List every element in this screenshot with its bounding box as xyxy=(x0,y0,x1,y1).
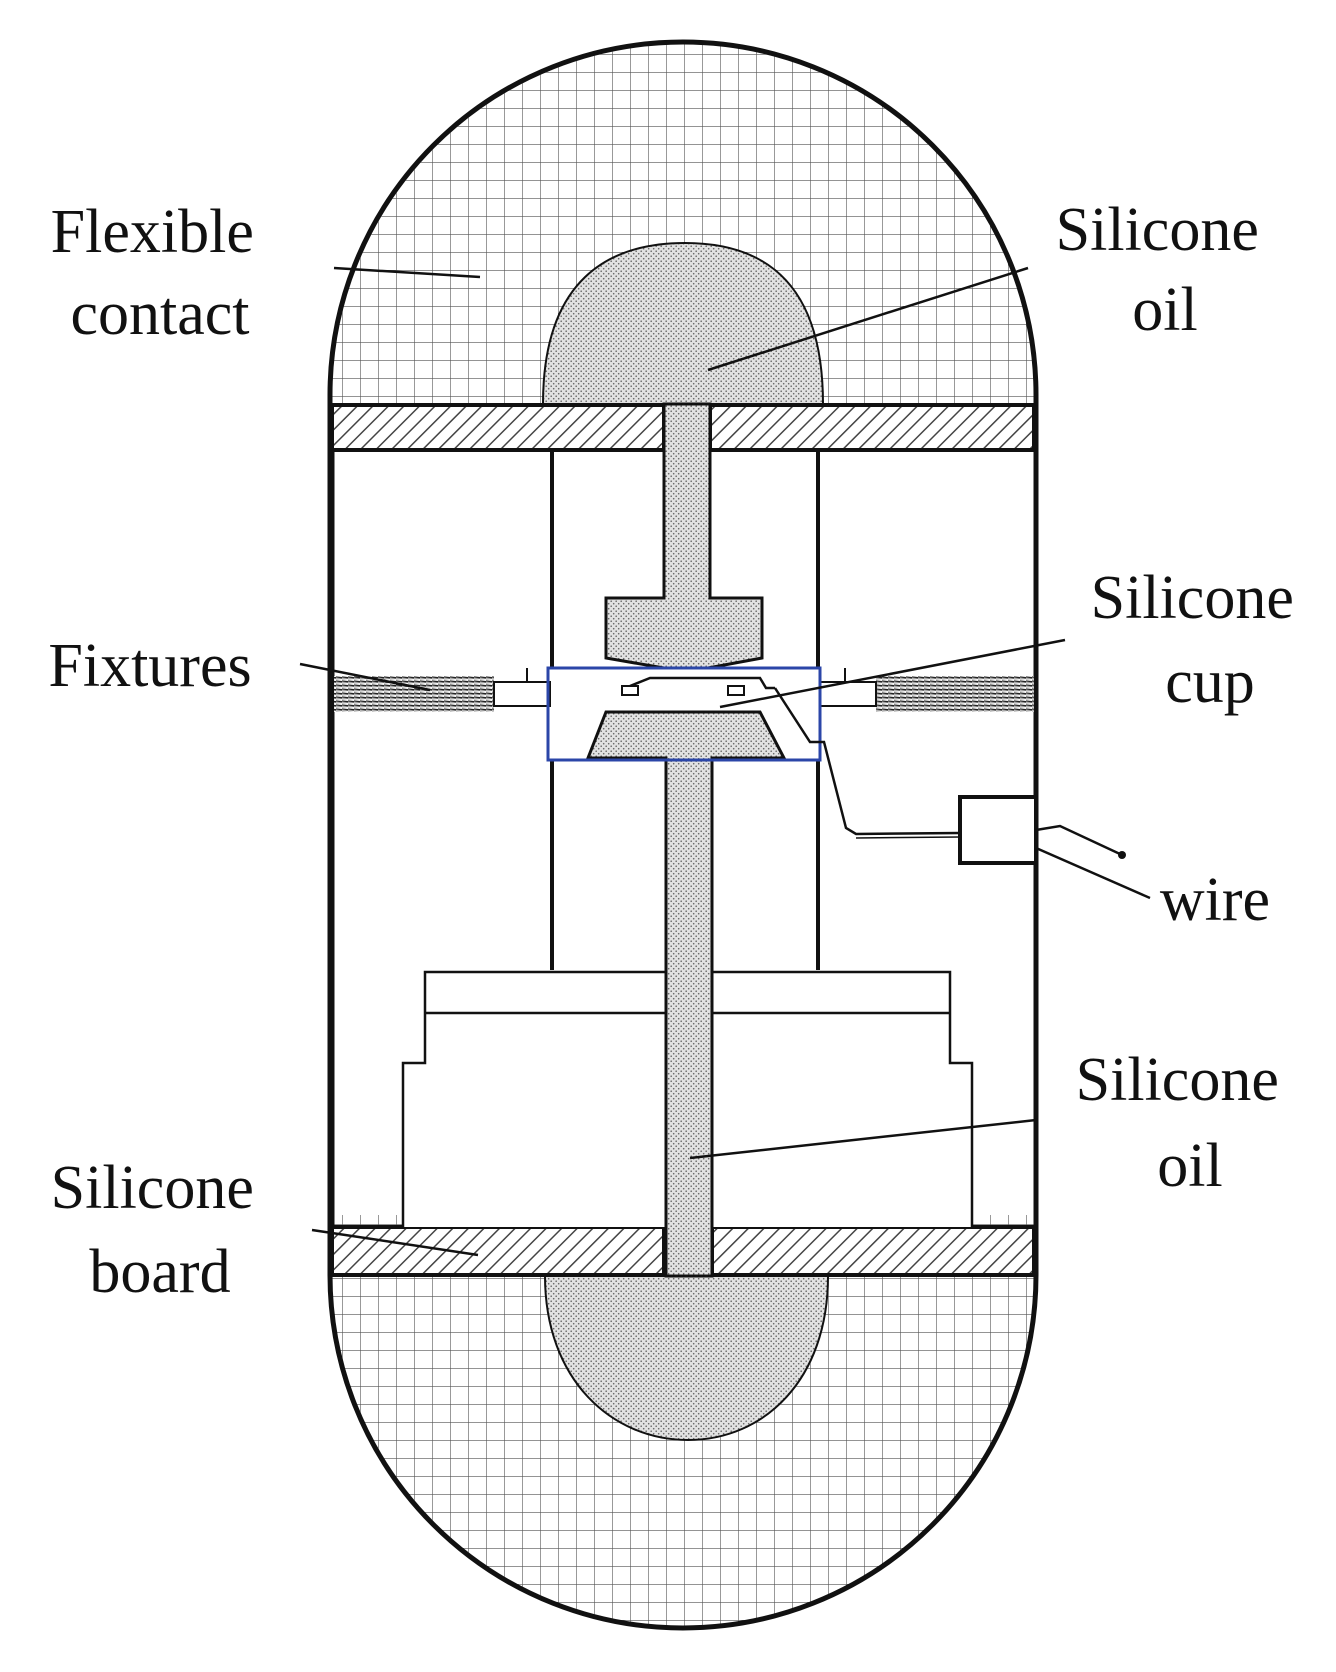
leader-silicone-oil-top xyxy=(707,266,1029,372)
leader-silicone-cup xyxy=(719,638,1066,709)
external-wire xyxy=(1035,824,1121,856)
label-silicone-board: Silicone board xyxy=(51,1154,270,1306)
sensor-element-left xyxy=(621,685,639,696)
signal-wire-inner xyxy=(855,836,961,839)
external-wire-end xyxy=(1118,851,1126,859)
leader-silicone-oil-bottom xyxy=(689,1118,1037,1160)
leader-flexible-contact xyxy=(333,266,481,279)
label-silicone-cup: Silicone cup xyxy=(1091,564,1310,716)
sensor-element-right xyxy=(727,685,745,696)
leader-silicone-board xyxy=(311,1228,479,1257)
silicone-board-top-left xyxy=(330,403,666,452)
sensor-membrane xyxy=(629,676,775,690)
silicone-oil-dome-top xyxy=(541,241,825,405)
fixture-left xyxy=(334,676,494,712)
label-silicone-oil-bottom: Silicone oil xyxy=(1076,1046,1295,1200)
wire-terminal-box xyxy=(958,795,1038,865)
label-flexible-contact: Flexible contact xyxy=(51,198,270,348)
silicone-oil-channel-lower xyxy=(585,710,787,1278)
leader-fixtures xyxy=(299,662,431,692)
silicone-board-bottom-right xyxy=(710,1225,1036,1277)
fixture-clamp-left xyxy=(493,681,551,707)
silicone-cup xyxy=(546,666,822,762)
silicone-board-top-right xyxy=(708,403,1036,452)
signal-wire xyxy=(773,687,961,836)
label-fixtures: Fixtures xyxy=(48,632,251,700)
label-wire: wire xyxy=(1160,866,1270,934)
fixture-right xyxy=(876,676,1034,712)
silicone-oil-dome-bottom xyxy=(543,1275,830,1442)
silicone-board-bottom-left xyxy=(330,1225,666,1277)
label-silicone-oil-top: Silicone oil xyxy=(1056,196,1275,344)
leader-wire xyxy=(1035,846,1151,900)
